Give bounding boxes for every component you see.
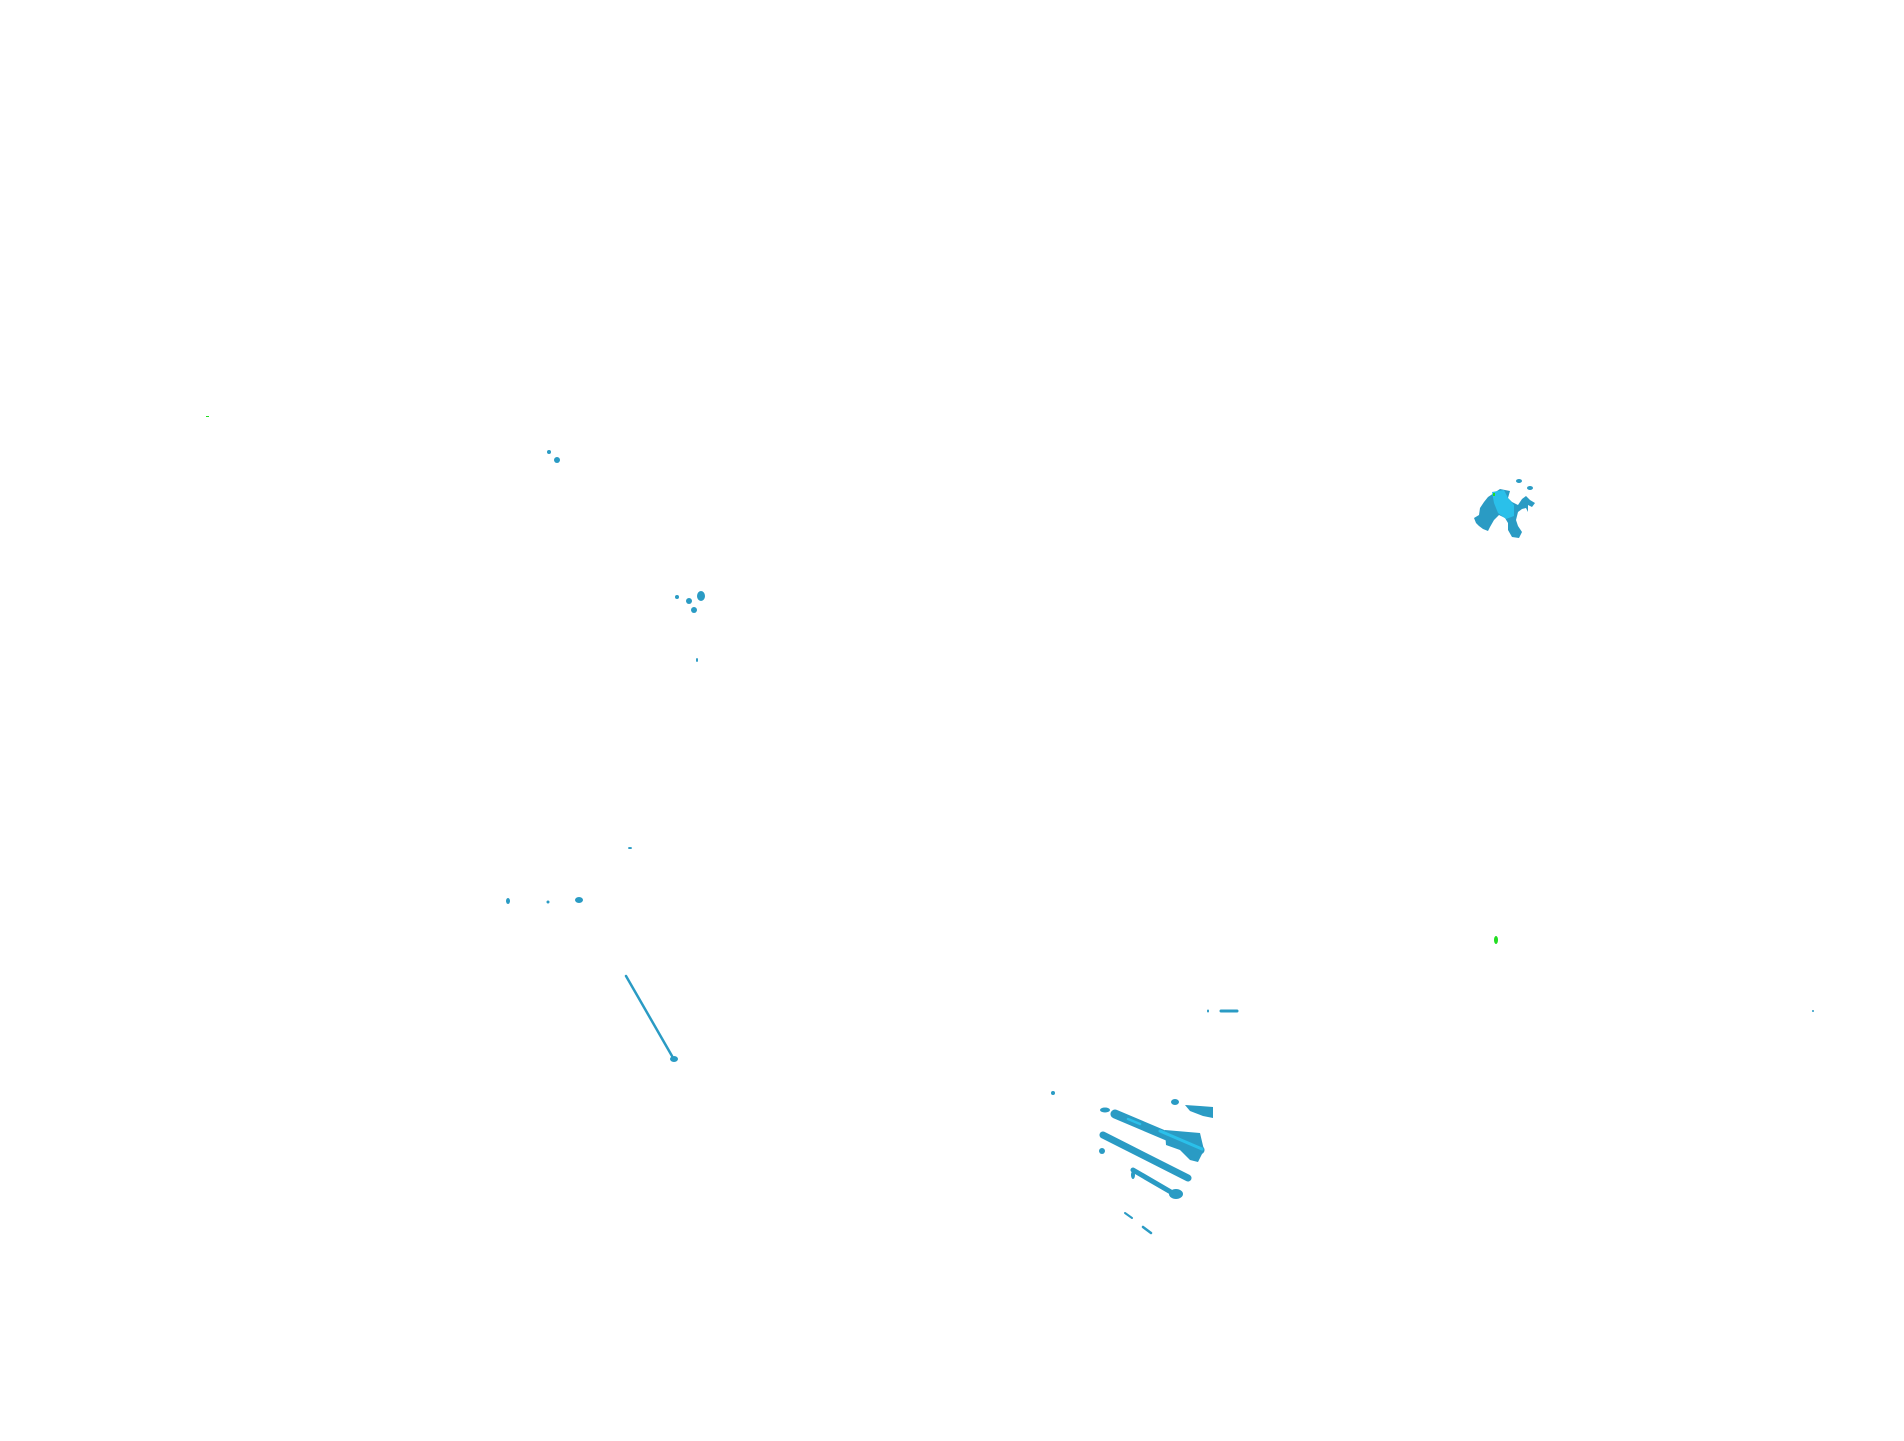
- radar-cell: [1100, 1107, 1110, 1113]
- radar-cell: [1171, 1099, 1179, 1105]
- radar-cell-core: [1492, 490, 1514, 519]
- radar-streak: [624, 974, 674, 1058]
- radar-cell: [506, 898, 510, 904]
- radar-cell-heavy: [1494, 936, 1498, 944]
- radar-band-core: [1126, 1117, 1142, 1126]
- radar-streak: [1124, 1212, 1133, 1219]
- radar-cell: [696, 658, 698, 662]
- radar-cell: [697, 591, 705, 601]
- radar-band-core: [1158, 1129, 1204, 1151]
- radar-cell: [1131, 1171, 1135, 1179]
- radar-cell-heavy: [1493, 493, 1495, 496]
- radar-cell: [628, 847, 632, 849]
- radar-band: [1130, 1167, 1179, 1198]
- radar-cell: [691, 607, 697, 613]
- radar-cell: [1527, 486, 1533, 490]
- radar-cell: [675, 595, 679, 599]
- radar-cell: [670, 1056, 678, 1062]
- radar-cell: [1099, 1148, 1105, 1154]
- radar-cell: [547, 450, 551, 454]
- radar-cell: [1516, 479, 1522, 483]
- radar-cell-cluster: [1185, 1105, 1213, 1118]
- radar-cell: [554, 457, 560, 463]
- radar-cell: [1207, 1009, 1209, 1013]
- radar-cell: [575, 897, 583, 903]
- radar-streak: [1141, 1225, 1153, 1235]
- radar-cell-heavy: [206, 416, 209, 417]
- radar-cell: [1812, 1010, 1814, 1012]
- radar-cell: [546, 900, 550, 904]
- radar-cell: [1051, 1091, 1055, 1095]
- radar-cell: [1169, 1189, 1183, 1199]
- radar-cell: [686, 598, 692, 604]
- precip-heavy: [206, 416, 1498, 944]
- radar-band: [1099, 1131, 1192, 1182]
- precip-moderate: [1126, 490, 1514, 1151]
